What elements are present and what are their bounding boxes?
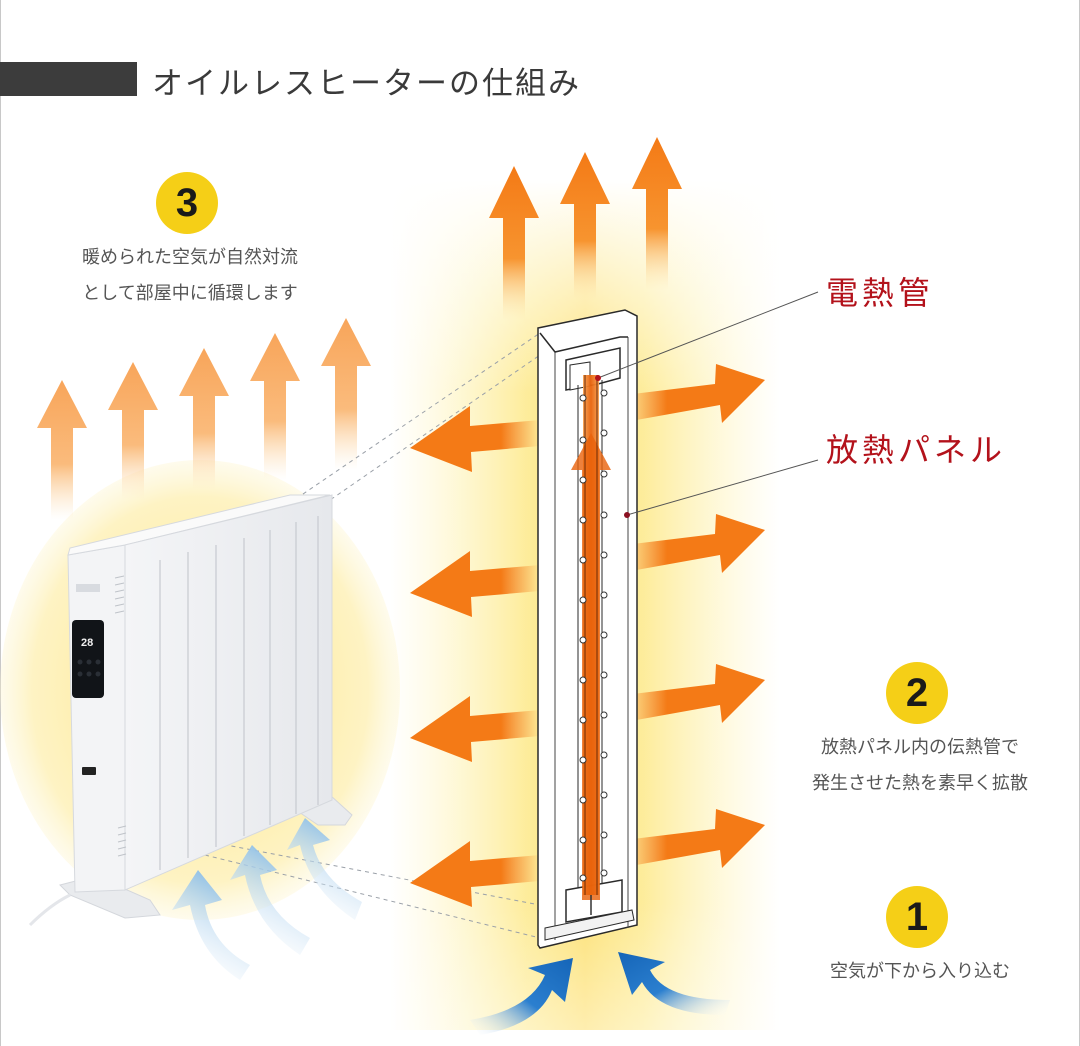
page-title: オイルレスヒーターの仕組み [152, 66, 581, 102]
curved-up-arrow-icon [287, 818, 362, 920]
curved-up-arrow-icon [618, 952, 730, 1015]
heating-tube [571, 375, 611, 915]
title-accent-bar [0, 62, 137, 96]
curved-up-arrow-icon [172, 870, 250, 980]
callout-radiator-panel: 放熱パネル [826, 431, 1007, 469]
step-description-1: 空気が下から入り込む [770, 954, 1070, 990]
left-arrow-icon [410, 551, 540, 617]
step-1-line-1: 空気が下から入り込む [830, 961, 1010, 982]
step-badge-3: 3 [156, 172, 218, 234]
rising-heat-arrows-panel [489, 137, 682, 320]
svg-text:28: 28 [81, 637, 93, 649]
up-arrow-icon [489, 166, 539, 320]
up-arrow-icon [632, 137, 682, 290]
left-arrow-icon [410, 841, 540, 907]
right-arrow-icon [625, 514, 765, 573]
right-arrow-icon [625, 364, 765, 423]
step-2-line-1: 放熱パネル内の伝熱管で [821, 737, 1019, 758]
right-arrow-icon [625, 809, 765, 868]
up-arrow-icon [179, 348, 229, 490]
up-arrow-icon [37, 380, 87, 520]
up-arrow-icon [321, 318, 371, 470]
callout-heating-tube: 電熱管 [826, 274, 935, 312]
callout-leaders [595, 291, 819, 518]
right-arrow-icon [625, 664, 765, 723]
step-2-line-2: 発生させた熱を素早く拡散 [812, 773, 1028, 794]
step-3-line-2: として部屋中に循環します [82, 283, 298, 304]
up-arrow-icon [560, 152, 610, 300]
cool-air-intake-arrows-panel [470, 952, 730, 1035]
step-description-2: 放熱パネル内の伝熱管で 発生させた熱を素早く拡散 [770, 730, 1070, 802]
up-arrow-icon [108, 362, 158, 500]
curved-up-arrow-icon [470, 958, 573, 1035]
fin-holes [579, 389, 608, 882]
control-display [72, 620, 104, 698]
up-arrow-icon [250, 333, 300, 480]
rising-heat-arrows-heater [37, 318, 371, 520]
oilless-heater-illustration: 28 [28, 494, 353, 927]
left-arrow-icon [410, 406, 540, 472]
step-3-line-1: 暖められた空気が自然対流 [82, 247, 298, 268]
power-switch-icon [82, 767, 96, 775]
curved-up-arrow-icon [230, 845, 310, 955]
step-badge-2: 2 [886, 662, 948, 724]
cool-air-intake-arrows-heater [172, 818, 362, 980]
step-description-3: 暖められた空気が自然対流 として部屋中に循環します [40, 240, 340, 312]
step-badge-1: 1 [886, 886, 948, 948]
lateral-heat-arrows [410, 364, 765, 907]
brand-plate [76, 584, 100, 592]
left-arrow-icon [410, 696, 540, 762]
